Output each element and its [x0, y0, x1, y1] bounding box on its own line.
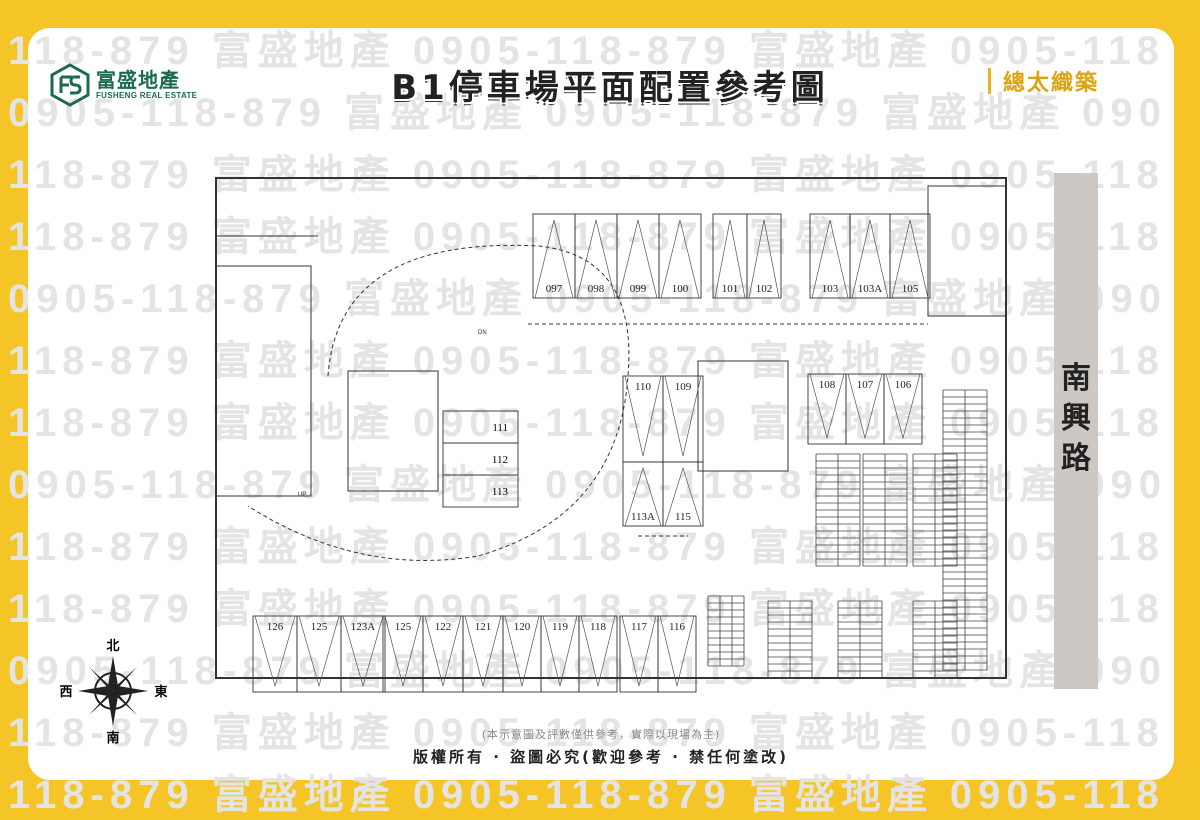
brand-divider — [988, 68, 991, 94]
stall-number: 109 — [675, 381, 692, 393]
compass-west: 西 — [59, 685, 72, 700]
parking-stall: 106 — [883, 373, 923, 445]
logo-icon — [50, 63, 90, 107]
road-label-char: 路 — [1061, 441, 1091, 476]
road-label: 南興路 — [1054, 359, 1098, 479]
compass-south: 南 — [106, 730, 119, 746]
parking-stall: 111 — [442, 410, 519, 444]
parking-stall: 110 — [622, 375, 664, 463]
stair-left — [215, 265, 312, 497]
stall-number: 123A — [351, 621, 376, 633]
stall-number: 116 — [669, 621, 686, 633]
stall-number: 126 — [267, 621, 284, 633]
page-title: B1停車場平面配置參考圖 — [391, 68, 829, 108]
brand-name: 總太織築 — [1003, 71, 1100, 96]
parking-stall: 101 — [712, 213, 748, 299]
logo-name-cn: 富盛地產 — [96, 67, 180, 92]
stall-number: 125 — [311, 621, 328, 633]
road-strip: 南興路 — [1054, 173, 1098, 689]
parking-stall: 103A — [849, 213, 891, 299]
stall-number: 101 — [722, 283, 739, 295]
compass-north: 北 — [106, 639, 119, 654]
parking-stall: 121 — [462, 615, 504, 693]
core-right — [697, 360, 789, 472]
stall-number: 111 — [492, 422, 508, 434]
stall-number: 106 — [895, 379, 912, 391]
parking-stall: 123A — [340, 615, 386, 693]
stall-number: 122 — [435, 621, 452, 633]
parking-stall: 112 — [442, 442, 519, 476]
stall-number: 103 — [822, 283, 839, 295]
parking-stall: 103 — [809, 213, 851, 299]
poster-frame: 118-879 富盛地產 0905-118-879 富盛地產 0905-118 0… — [8, 28, 1174, 817]
stall-number: 121 — [475, 621, 492, 633]
core-left — [347, 370, 439, 492]
stall-number: 105 — [902, 283, 919, 295]
stall-number: 113A — [631, 511, 655, 523]
parking-stall: 120 — [502, 615, 542, 693]
stall-grid-right — [707, 389, 988, 679]
disclaimer-note: (本示意圖及評數僅供參考，實際以現場為主) — [481, 728, 721, 741]
parking-stall: 125 — [382, 615, 424, 693]
right-block — [927, 185, 1007, 317]
project-brand: 總太織築 — [988, 66, 1099, 96]
parking-stall: 113A — [622, 461, 664, 527]
parking-stall: 102 — [746, 213, 782, 299]
road-label-char: 南 — [1061, 361, 1091, 396]
compass-rose-icon — [78, 656, 148, 726]
stall-number: 108 — [819, 379, 836, 391]
stall-number: 119 — [552, 621, 569, 633]
watermark-line: 118-879 富盛地產 0905-118-879 富盛地產 0905-118 — [8, 773, 1165, 817]
stall-number: 125 — [395, 621, 412, 633]
company-logo: 富盛地產 FUSHENG REAL ESTATE — [50, 62, 198, 107]
stall-number: 115 — [675, 511, 692, 523]
parking-stall: 115 — [662, 461, 704, 527]
road-label-char: 興 — [1061, 401, 1091, 436]
compass-east: 東 — [154, 684, 167, 700]
compass: 北 南 東 西 — [59, 639, 167, 746]
copyright-line: 版權所有 · 盜圖必究(歡迎參考 · 禁任何塗改) — [413, 748, 789, 766]
stall-number: 112 — [492, 454, 508, 466]
stall-number: 099 — [630, 283, 647, 295]
stall-number: 098 — [588, 283, 605, 295]
stall-number: 103A — [858, 283, 883, 295]
parking-stall: 118 — [578, 615, 618, 693]
parking-stall: 119 — [540, 615, 580, 693]
parking-stall: 113 — [442, 474, 519, 508]
parking-stall: 100 — [658, 213, 702, 299]
stall-number: 107 — [857, 379, 874, 391]
parking-stall: 097 — [532, 213, 576, 299]
parking-stall: 122 — [422, 615, 464, 693]
stall-number: 102 — [756, 283, 773, 295]
parking-stall: 105 — [889, 213, 931, 299]
stall-number: 117 — [631, 621, 648, 633]
logo-name-en: FUSHENG REAL ESTATE — [96, 90, 198, 100]
parking-stall: 117 — [619, 615, 659, 693]
stall-number: 113 — [492, 486, 509, 498]
parking-stall: 125 — [296, 615, 342, 693]
parking-stall: 107 — [845, 373, 885, 445]
parking-stall: 108 — [807, 373, 847, 445]
ramp-up-label: UP — [298, 492, 306, 498]
parking-stall: 099 — [616, 213, 660, 299]
parking-stall: 109 — [662, 375, 704, 463]
stall-number: 110 — [635, 381, 652, 393]
stall-number: 100 — [672, 283, 689, 295]
parking-stall: 126 — [252, 615, 298, 693]
stall-number: 118 — [590, 621, 607, 633]
stall-number: 120 — [514, 621, 531, 633]
parking-stall: 098 — [574, 213, 618, 299]
ramp-curve — [247, 244, 630, 561]
stall-number: 097 — [546, 283, 563, 295]
ramp-down-label: DN — [478, 330, 487, 336]
parking-stall: 116 — [657, 615, 697, 693]
building-outline — [215, 177, 1007, 679]
floor-plan: 097 098 099 100 101 102 103 103A 105 110 109 108 107… — [215, 177, 1007, 693]
